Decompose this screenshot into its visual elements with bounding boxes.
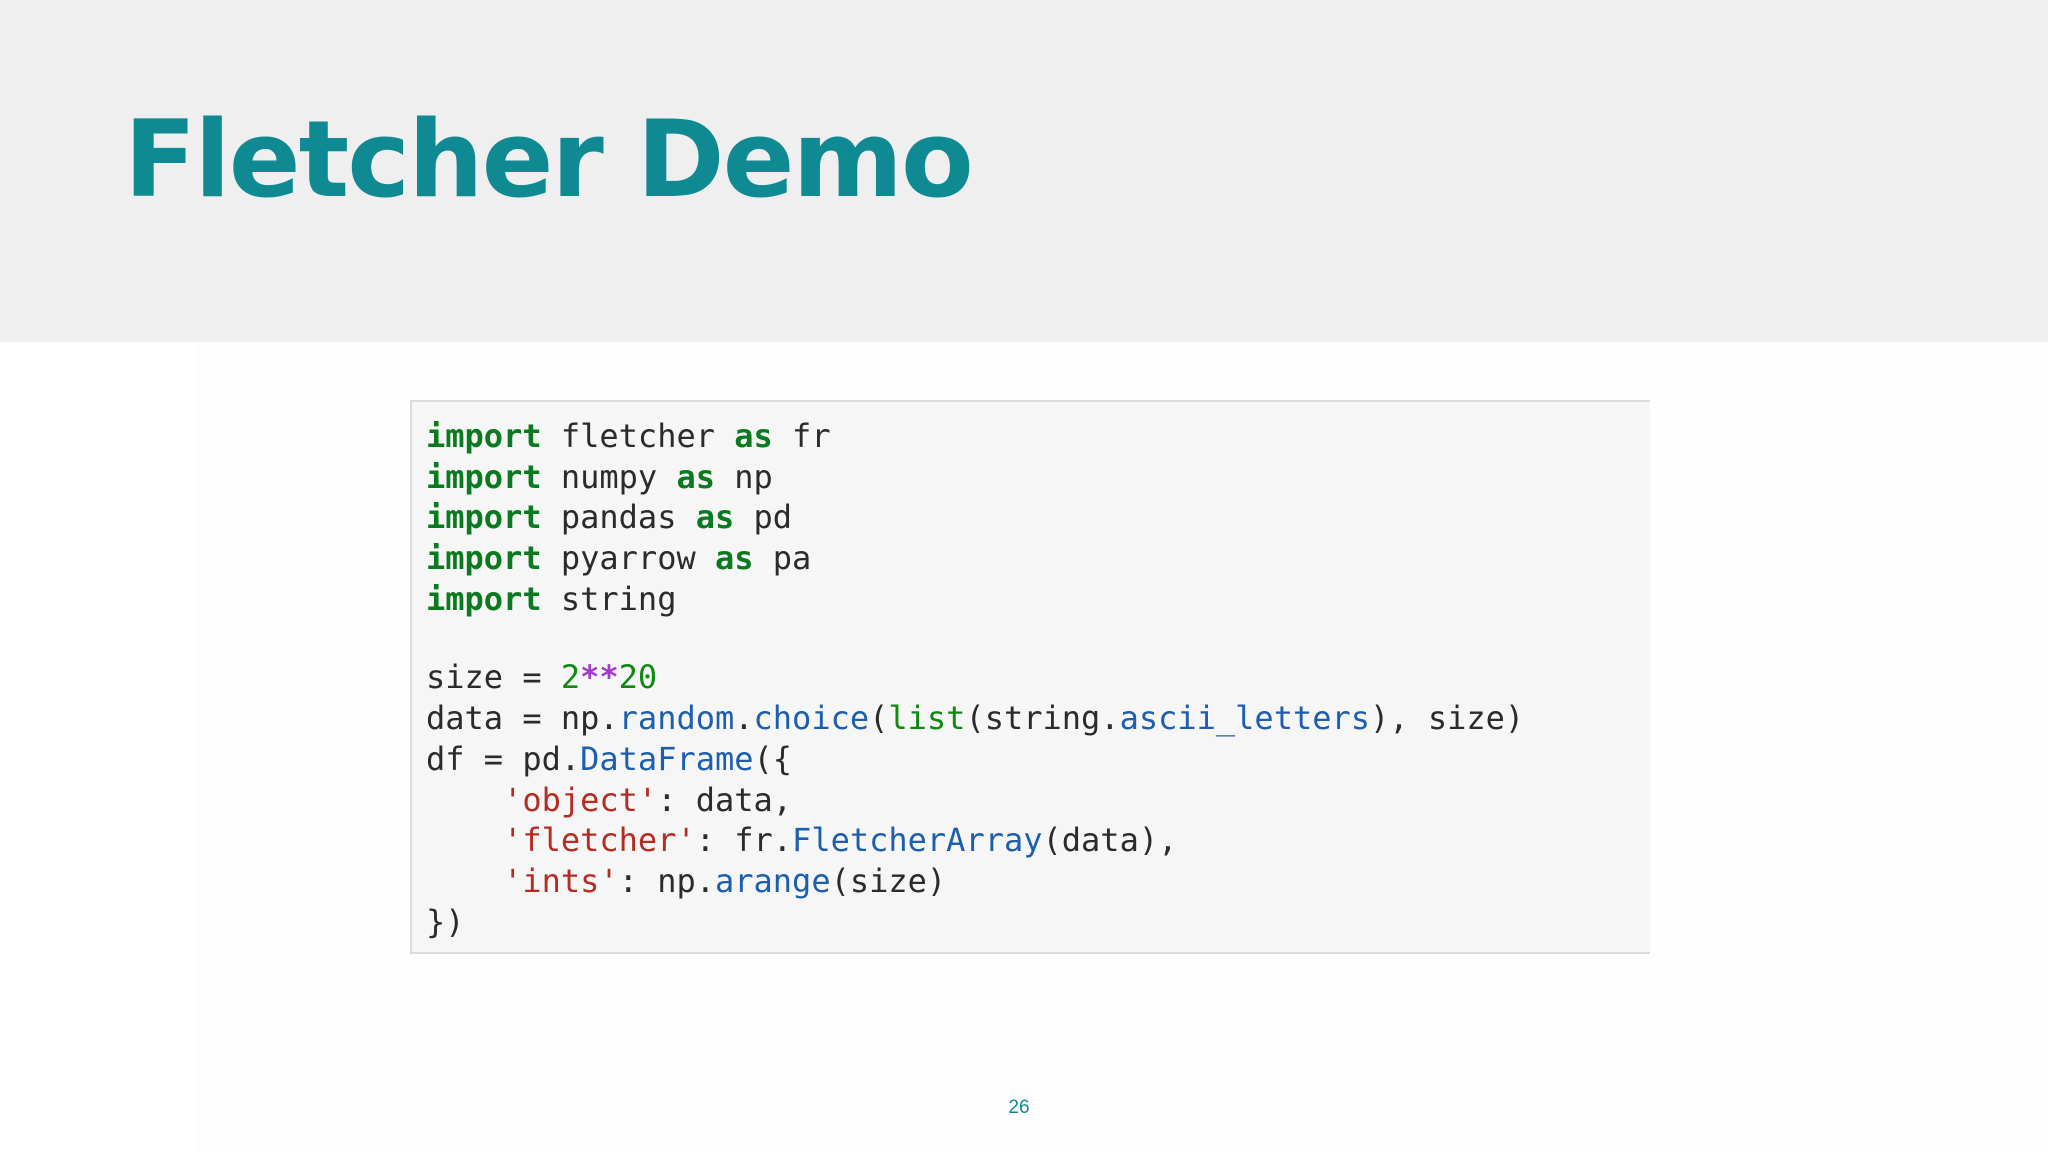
code-line: import fletcher as fr [426,416,1650,457]
code-text: pd [734,498,793,537]
code-string: 'ints' [503,861,619,900]
code-line: import numpy as np [426,457,1650,498]
code-line: }) [426,902,1650,943]
code-text: }) [426,902,465,941]
code-text: : data, [657,780,793,819]
code-line: 'fletcher': fr.FletcherArray(data), [426,820,1650,861]
code-text: fr [772,417,831,455]
code-text: . [734,699,754,738]
code-keyword: import [426,579,542,618]
code-text: size = [426,658,561,697]
code-string: 'object' [503,780,658,819]
code-text: (data), [1042,821,1178,860]
code-attribute: random [618,699,735,738]
code-keyword: import [426,417,542,455]
code-attribute: ascii_letters [1119,699,1371,738]
code-text: pyarrow [541,539,715,578]
code-number: 20 [618,658,658,697]
code-keyword: as [714,539,754,578]
code-text [426,862,503,900]
code-keyword: as [695,498,735,537]
code-blank-line [426,619,1650,657]
code-text: fletcher [541,417,735,455]
code-text: numpy [541,457,677,496]
code-line: import string [426,579,1650,620]
code-text: : fr. [695,821,793,860]
code-text: pa [753,539,812,578]
code-text: : np. [618,861,715,900]
code-keyword: import [426,539,542,578]
code-number: 2 [560,658,581,697]
code-keyword: as [676,457,715,496]
code-line: 'object': data, [426,780,1650,821]
code-line: size = 2**20 [426,657,1650,698]
code-keyword: import [426,457,542,496]
code-text: ({ [753,739,793,778]
slide-header: Fletcher Demo [0,0,2048,342]
code-string: 'fletcher' [503,821,696,860]
code-line: import pyarrow as pa [426,538,1650,579]
code-text [426,781,503,819]
code-text: (string. [965,699,1120,738]
code-text: string [541,579,677,618]
code-keyword: import [426,498,542,537]
code-operator: ** [580,658,619,697]
code-attribute: choice [753,699,870,738]
code-attribute: DataFrame [580,739,754,778]
page-number: 26 [1008,1097,1030,1118]
code-line: data = np.random.choice(list(string.asci… [426,698,1650,739]
code-keyword: as [734,417,773,455]
code-text: data = np. [426,699,619,738]
code-text: (size) [830,861,947,900]
code-attribute: FletcherArray [792,821,1043,860]
code-line: 'ints': np.arange(size) [426,861,1650,902]
code-text: df = pd. [426,739,581,778]
code-text: np [714,457,773,496]
code-text [426,821,503,859]
code-line: import pandas as pd [426,497,1650,538]
code-builtin: list [888,699,966,738]
code-line: df = pd.DataFrame({ [426,739,1650,780]
code-text: ( [869,699,889,738]
slide-title: Fletcher Demo [124,98,974,221]
code-attribute: arange [714,861,831,900]
code-text: ), size) [1370,699,1525,738]
code-text: pandas [541,498,696,537]
